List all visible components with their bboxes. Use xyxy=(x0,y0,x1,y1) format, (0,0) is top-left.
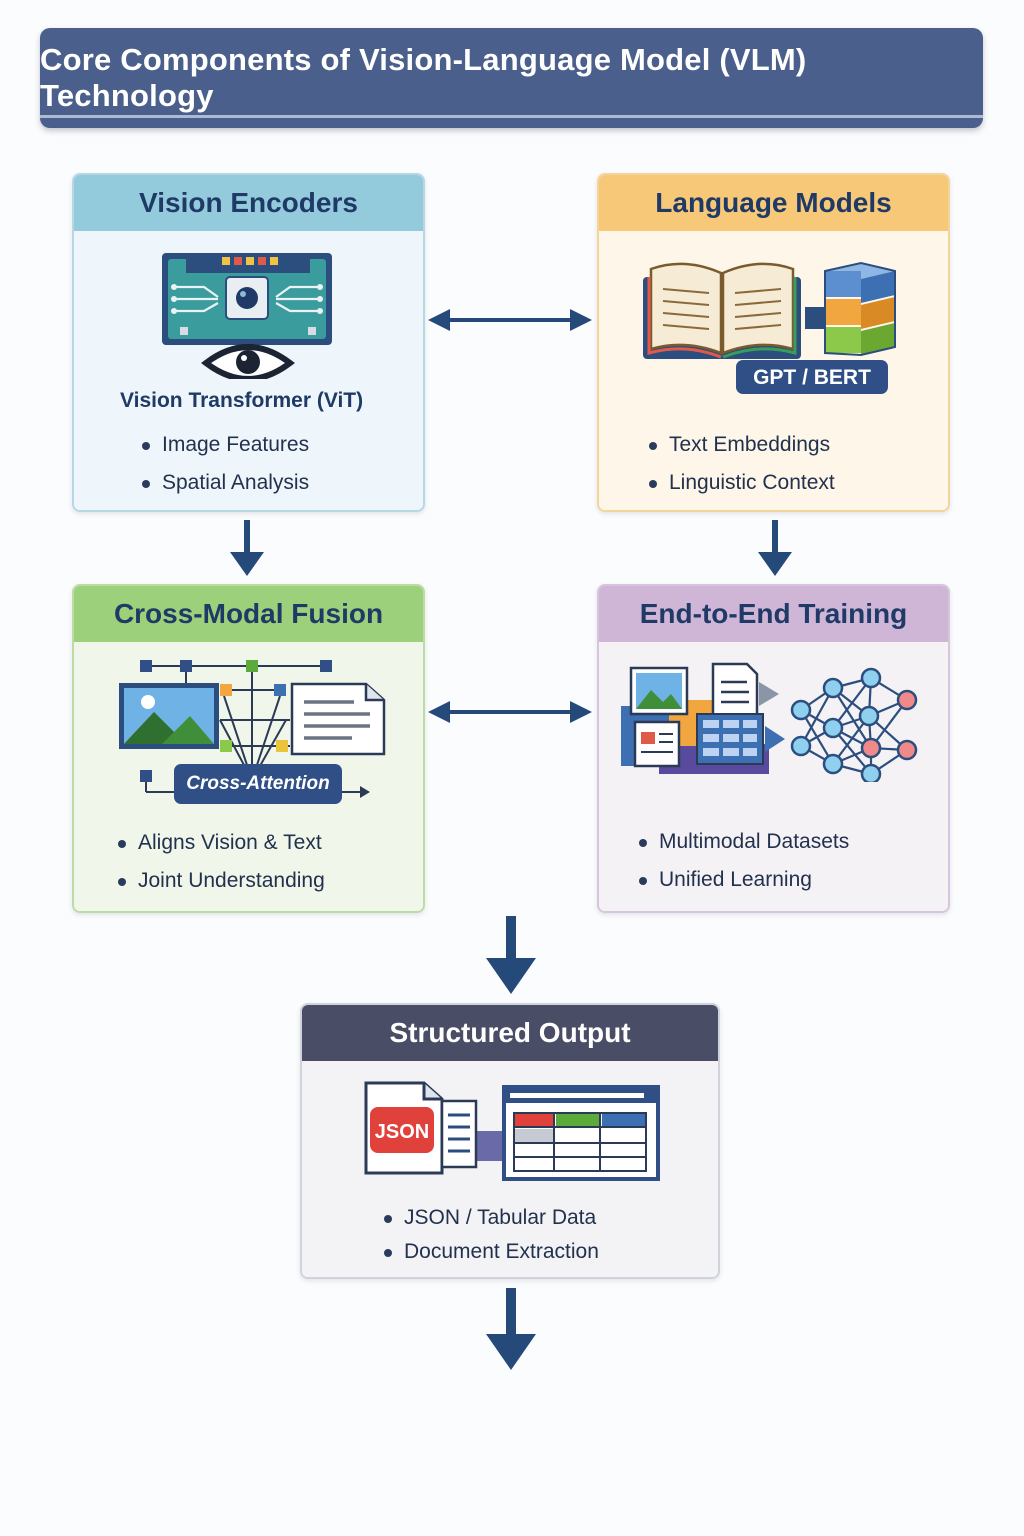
gpt-bert-label: GPT / BERT xyxy=(753,366,871,389)
open-book-icon xyxy=(643,262,801,359)
document-icon xyxy=(290,682,386,756)
cross-modal-fusion-card: Cross-Modal Fusion xyxy=(72,584,425,913)
gpt-bert-badge: GPT / BERT xyxy=(736,360,888,394)
json-file-icon: JSON xyxy=(364,1081,506,1175)
vision-encoders-card: Vision Encoders xyxy=(72,173,425,512)
page-title: Core Components of Vision-Language Model… xyxy=(40,42,807,113)
training-bullet-list: Multimodal Datasets Unified Learning xyxy=(637,823,849,899)
cross-attention-label: Cross-Attention xyxy=(186,773,330,794)
down-arrow-icon xyxy=(230,520,264,576)
list-item: Text Embeddings xyxy=(647,426,835,464)
vision-bullet-list: Image Features Spatial Analysis xyxy=(140,426,309,502)
vision-encoders-heading: Vision Encoders xyxy=(74,175,423,231)
structured-output-heading: Structured Output xyxy=(302,1005,718,1061)
list-item: Linguistic Context xyxy=(647,464,835,502)
table-icon xyxy=(502,1085,660,1181)
end-to-end-training-heading: End-to-End Training xyxy=(599,586,948,642)
language-models-card: Language Models xyxy=(597,173,950,512)
double-arrow-icon xyxy=(428,701,592,723)
circuit-board-icon xyxy=(162,253,332,379)
list-item: Document Extraction xyxy=(382,1235,599,1269)
down-arrow-icon xyxy=(486,1288,536,1370)
neural-network-icon xyxy=(790,667,918,782)
output-bullet-list: JSON / Tabular Data Document Extraction xyxy=(382,1201,599,1269)
list-item: Image Features xyxy=(140,426,309,464)
multimodal-files-icon xyxy=(621,662,785,774)
vision-subtitle: Vision Transformer (ViT) xyxy=(120,389,364,412)
title-banner: Core Components of Vision-Language Model… xyxy=(40,28,983,128)
fusion-bullet-list: Aligns Vision & Text Joint Understanding xyxy=(116,824,325,900)
end-to-end-training-card: End-to-End Training xyxy=(597,584,950,913)
list-item: JSON / Tabular Data xyxy=(382,1201,599,1235)
language-bullet-list: Text Embeddings Linguistic Context xyxy=(647,426,835,502)
list-item: Unified Learning xyxy=(637,861,849,899)
list-item: Joint Understanding xyxy=(116,862,325,900)
structured-output-card: Structured Output JSON xyxy=(300,1003,720,1279)
cross-modal-fusion-heading: Cross-Modal Fusion xyxy=(74,586,423,642)
list-item: Spatial Analysis xyxy=(140,464,309,502)
json-badge-label: JSON xyxy=(375,1121,429,1143)
down-arrow-icon xyxy=(486,916,536,994)
list-item: Multimodal Datasets xyxy=(637,823,849,861)
landscape-image-icon xyxy=(119,683,219,749)
stacked-blocks-icon xyxy=(805,261,896,357)
list-item: Aligns Vision & Text xyxy=(116,824,325,862)
language-models-heading: Language Models xyxy=(599,175,948,231)
double-arrow-icon xyxy=(428,309,592,331)
down-arrow-icon xyxy=(758,520,792,576)
cross-attention-badge: Cross-Attention xyxy=(174,764,342,804)
